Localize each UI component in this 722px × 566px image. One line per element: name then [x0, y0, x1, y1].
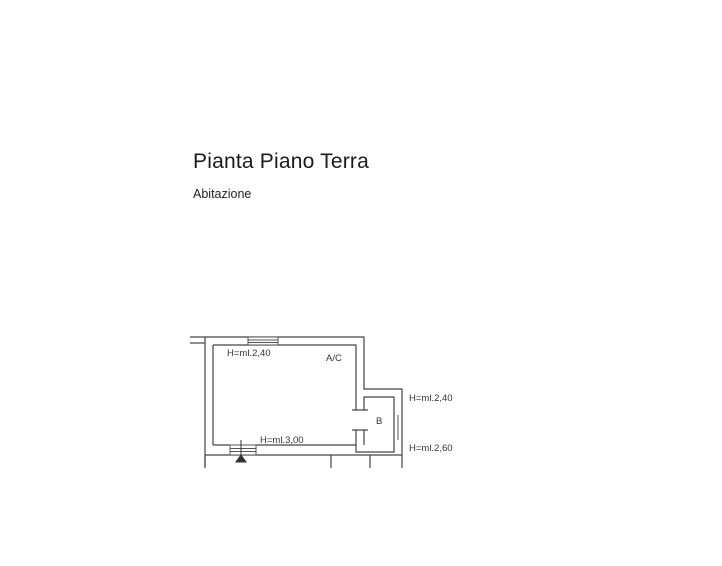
label-height-main-bottom: H=ml.3,00 [260, 435, 304, 446]
wall-inner-main-lower [355, 396, 395, 453]
plan-subtitle: Abitazione [193, 187, 252, 201]
door-opening [352, 409, 368, 431]
label-room-ac: A/C [326, 353, 342, 364]
entrance-marker [235, 440, 247, 463]
label-height-right-top: H=ml.2,40 [409, 393, 453, 404]
label-height-main-top: H=ml.2,40 [227, 348, 271, 359]
label-height-right-bottom: H=ml.2,60 [409, 443, 453, 454]
window-bottom [229, 444, 257, 456]
window-top [247, 336, 279, 346]
plan-title: Pianta Piano Terra [193, 150, 369, 173]
wall-outer-main [190, 336, 403, 455]
label-room-b: B [376, 416, 382, 427]
